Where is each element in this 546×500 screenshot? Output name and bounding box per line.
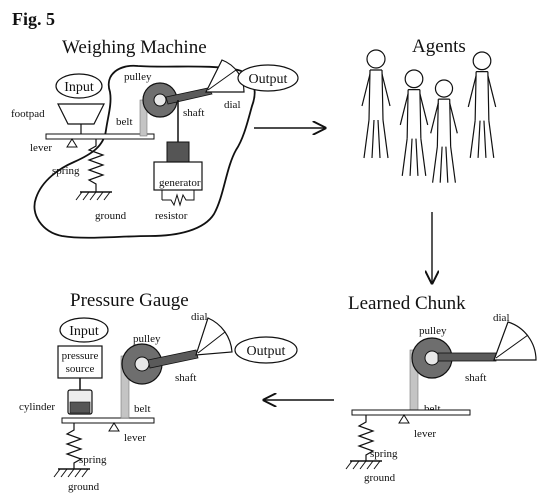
chunk-shaft-label: shaft [465, 372, 486, 384]
spring [87, 139, 105, 192]
footpad-label: footpad [11, 108, 45, 120]
shaft-label: shaft [183, 107, 204, 119]
gauge-ground-hatch [53, 468, 89, 478]
output-label: Output [249, 72, 288, 87]
generator-motor [166, 141, 190, 163]
gauge-belt-label: belt [134, 403, 151, 415]
footpad [57, 103, 105, 125]
lever [45, 133, 155, 140]
gauge-ground-label: ground [68, 481, 100, 493]
chunk-dial-needle [495, 334, 529, 359]
chunk-shaft [437, 352, 497, 362]
input-ellipse [55, 73, 103, 99]
resistor-label: resistor [155, 210, 188, 222]
input-label: Input [64, 80, 94, 95]
chunk-dial-label: dial [493, 312, 510, 324]
chunk-ground-label: ground [364, 472, 396, 484]
cylinder-label: cylinder [19, 401, 55, 413]
ground-hatch [75, 191, 111, 201]
lever-fulcrum [66, 138, 78, 148]
generator-label: generator [159, 177, 201, 189]
dial-label: dial [224, 99, 241, 111]
gauge-spring-label: spring [79, 454, 107, 466]
cylinder-piston [69, 401, 91, 414]
agents-title: Agents [412, 36, 466, 57]
resistor [161, 190, 195, 207]
chunk-lever [351, 409, 471, 416]
gauge-lever-label: lever [124, 432, 146, 444]
chunk-lever-label: lever [414, 428, 436, 440]
agent-figure [430, 79, 458, 183]
panel-weighing-machine: Weighing Machine Input footpad lever spr… [11, 37, 299, 239]
output-ellipse [237, 64, 299, 92]
panel-learned-chunk: Learned Chunk belt pulley shaft dial lev… [345, 293, 537, 484]
panel-pressure-gauge: Pressure Gauge Input pressure source cyl… [19, 290, 298, 493]
spring-label: spring [52, 165, 80, 177]
agent-figure [467, 51, 497, 158]
gauge-shaft [147, 349, 199, 369]
gauge-pulley-hub [134, 356, 150, 372]
gauge-dial-label: dial [191, 311, 208, 323]
panel-agents: Agents [361, 36, 497, 183]
chunk-pulley-hub [424, 350, 440, 366]
figure-label: Fig. 5 [12, 9, 55, 29]
pressure-source-label-1: pressure [62, 350, 99, 362]
pulley-label: pulley [124, 71, 152, 83]
generator [153, 161, 203, 191]
pressure-gauge-title: Pressure Gauge [70, 290, 189, 311]
pulley-hub [153, 93, 167, 107]
belt-label: belt [116, 116, 133, 128]
gauge-output-label: Output [247, 344, 286, 359]
gauge-lever-fulcrum [108, 422, 120, 432]
chunk-spring-label: spring [370, 448, 398, 460]
gauge-lever [61, 417, 155, 424]
chunk-dial [493, 321, 537, 361]
chunk-pulley-label: pulley [419, 325, 447, 337]
dial-needle [207, 69, 237, 91]
learned-chunk-title: Learned Chunk [348, 293, 466, 314]
agent-figure [399, 69, 429, 176]
gauge-dial [195, 317, 233, 356]
agents-group [361, 49, 497, 183]
agent-figure [361, 49, 391, 159]
chunk-spring [357, 415, 375, 461]
pressure-source-label-2: source [66, 363, 95, 375]
chunk-ground-hatch [345, 460, 381, 470]
gauge-input-ellipse [59, 317, 109, 343]
dial [205, 59, 245, 93]
lever-label: lever [30, 142, 52, 154]
gauge-pulley-label: pulley [133, 333, 161, 345]
gauge-shaft-label: shaft [175, 372, 196, 384]
gauge-spring [65, 423, 83, 469]
gauge-dial-needle [197, 331, 226, 354]
ground-label: ground [95, 210, 127, 222]
gauge-input-label: Input [69, 324, 99, 339]
weighing-machine-title: Weighing Machine [62, 37, 207, 58]
gauge-output-ellipse [234, 336, 298, 364]
chunk-lever-fulcrum [398, 414, 410, 424]
